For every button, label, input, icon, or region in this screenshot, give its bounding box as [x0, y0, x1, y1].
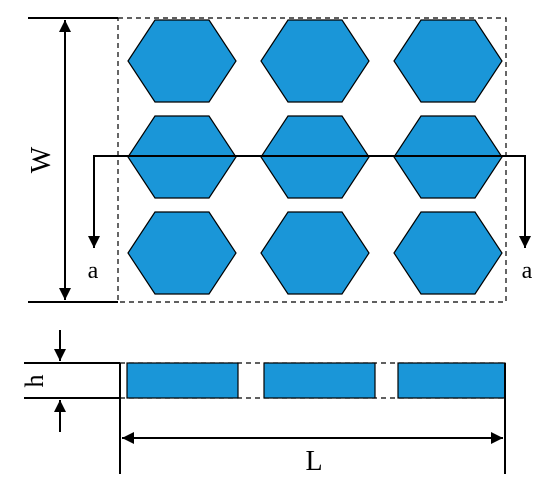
height-label: h [20, 375, 49, 388]
hexagon-r1-c3 [393, 19, 503, 103]
length-label: L [305, 446, 322, 477]
width-label: W [26, 146, 57, 173]
hexagon-r1-c2 [260, 19, 370, 103]
top-view-boundary [117, 17, 507, 303]
hexagon-grid [127, 19, 503, 295]
hexagon-r3-c3 [393, 211, 503, 295]
side-block-2 [263, 362, 376, 399]
hexagon-r3-c2 [260, 211, 370, 295]
side-block-1 [126, 362, 239, 399]
section-label-right: a [522, 258, 533, 284]
section-line-a-a [93, 155, 526, 245]
hexagon-r1-c1 [127, 19, 237, 103]
hexagon-r3-c1 [127, 211, 237, 295]
section-label-left: a [88, 258, 99, 284]
side-view-blocks [126, 362, 506, 399]
side-block-3 [397, 362, 506, 399]
